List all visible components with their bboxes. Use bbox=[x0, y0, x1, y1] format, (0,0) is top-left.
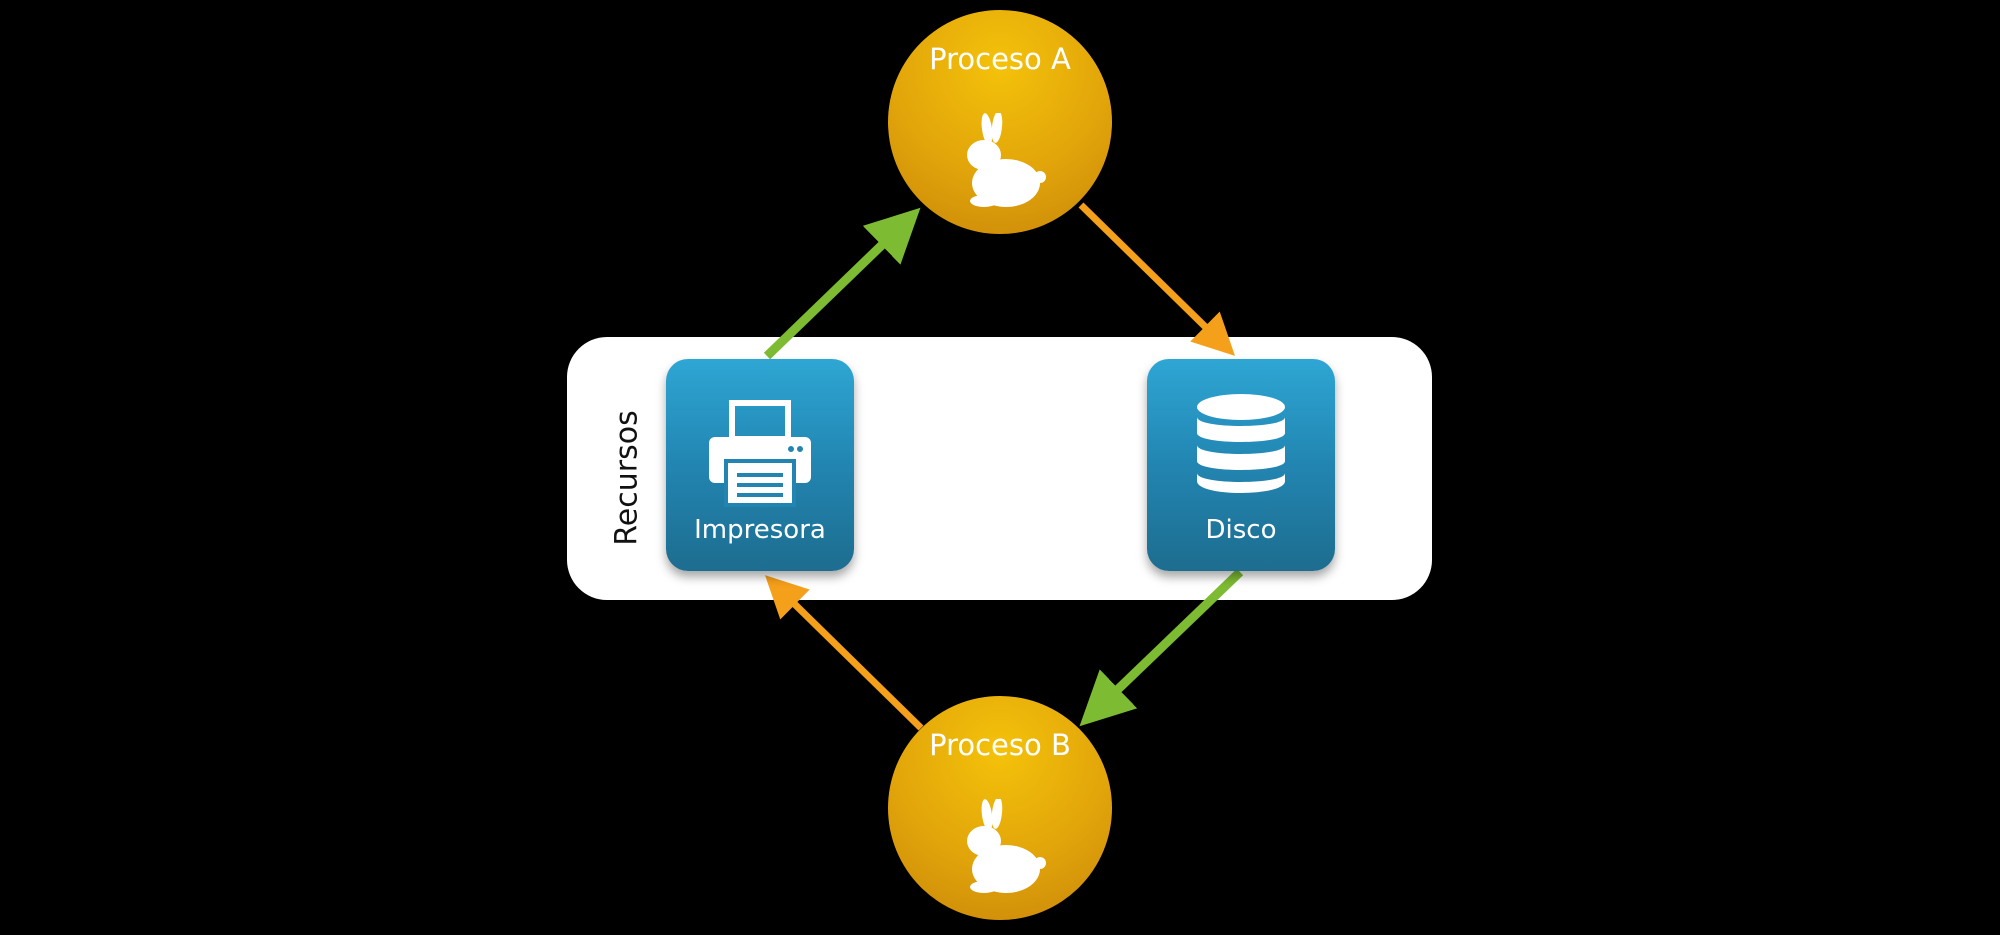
disk-label: Disco bbox=[1205, 515, 1277, 545]
process-b-label: Proceso B bbox=[929, 728, 1071, 762]
rabbit-icon bbox=[967, 799, 1046, 893]
edge-disk-to-process-b bbox=[1079, 568, 1244, 727]
database-icon bbox=[1197, 394, 1285, 493]
edge-process-b-to-printer bbox=[765, 575, 924, 731]
printer-icon bbox=[709, 400, 811, 507]
process-a-node[interactable]: Proceso A bbox=[888, 10, 1112, 234]
process-a-label: Proceso A bbox=[929, 42, 1071, 76]
disk-tile[interactable]: Disco bbox=[1147, 359, 1335, 571]
edge-process-a-to-disk bbox=[1078, 202, 1235, 356]
process-b-node[interactable]: Proceso B bbox=[888, 696, 1112, 920]
printer-label: Impresora bbox=[694, 515, 826, 545]
rabbit-icon bbox=[967, 113, 1046, 207]
edge-printer-to-process-a bbox=[763, 207, 921, 360]
printer-tile[interactable]: Impresora bbox=[666, 359, 854, 571]
